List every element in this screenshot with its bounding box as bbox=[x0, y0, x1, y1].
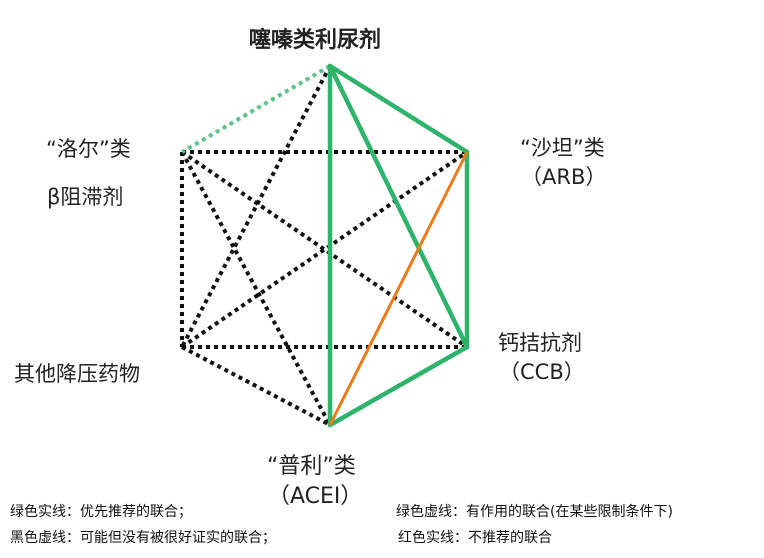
node-acei-label: “普利”类 bbox=[267, 454, 356, 479]
edge-beta-ccb bbox=[180, 150, 469, 349]
legend-green-solid: 绿色实线：优先推荐的联合； bbox=[10, 504, 192, 520]
node-beta-label: “洛尔”类 bbox=[46, 137, 131, 161]
edge-beta-acei bbox=[180, 151, 332, 426]
legend-green-dashed: 绿色虚线：有作用的联合(在某些限制条件下) bbox=[396, 504, 673, 520]
node-other-label: 其他降压药物 bbox=[14, 362, 140, 386]
node-ccb-label: 钙拮抗剂 bbox=[498, 331, 582, 355]
edge-other-arb bbox=[180, 150, 469, 349]
legend-black-dashed: 黑色虚线：可能但没有被很好证实的联合； bbox=[10, 530, 276, 546]
node-thiazide-label: 噻嗪类利尿剂 bbox=[249, 28, 382, 53]
edge-other-acei bbox=[181, 345, 331, 427]
edge-thiazide-arb bbox=[327, 63, 470, 155]
node-arb-label: “沙坦”类 bbox=[520, 136, 605, 160]
edge-arb-acei bbox=[328, 151, 469, 426]
edge-thiazide-beta-other bbox=[180, 65, 332, 348]
legend-red-solid: 红色实线：不推荐的联合 bbox=[398, 530, 552, 546]
node-ccb-abbr: （CCB） bbox=[499, 360, 585, 384]
edge-thiazide-ccb bbox=[327, 63, 470, 350]
node-arb-abbr: （ARB） bbox=[521, 165, 607, 189]
edge-ccb-acei bbox=[327, 344, 470, 428]
node-beta-sub: β阻滞剂 bbox=[47, 185, 124, 209]
node-acei-abbr: （ACEI） bbox=[268, 484, 363, 509]
